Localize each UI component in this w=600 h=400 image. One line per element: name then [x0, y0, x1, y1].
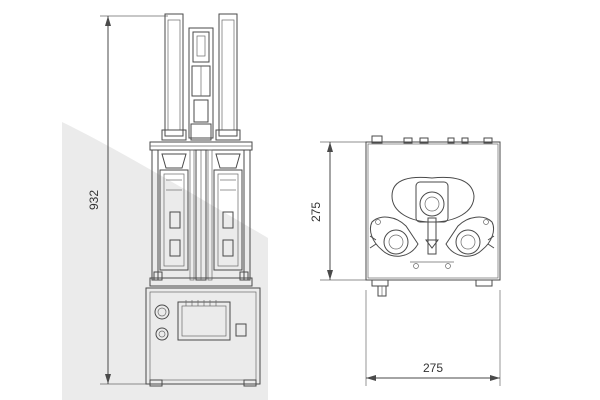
- height-dimension-side: 275: [309, 141, 366, 281]
- height-dimension-front: 932: [87, 15, 168, 385]
- center-press-column: [188, 27, 214, 281]
- height-dimension-label: 932: [87, 190, 101, 210]
- width-dimension-side: 275: [365, 290, 501, 386]
- top-cylinders: [161, 13, 241, 141]
- rotary-mechanism: [369, 176, 495, 269]
- side-height-label: 275: [309, 202, 323, 222]
- side-width-label: 275: [423, 361, 443, 375]
- front-view: 932: [87, 13, 261, 387]
- side-view: 275 275: [309, 135, 501, 386]
- right-spring-module: [213, 153, 243, 271]
- left-spring-module: [159, 153, 189, 271]
- base-cabinet: [145, 287, 261, 387]
- background-shading: [62, 122, 268, 400]
